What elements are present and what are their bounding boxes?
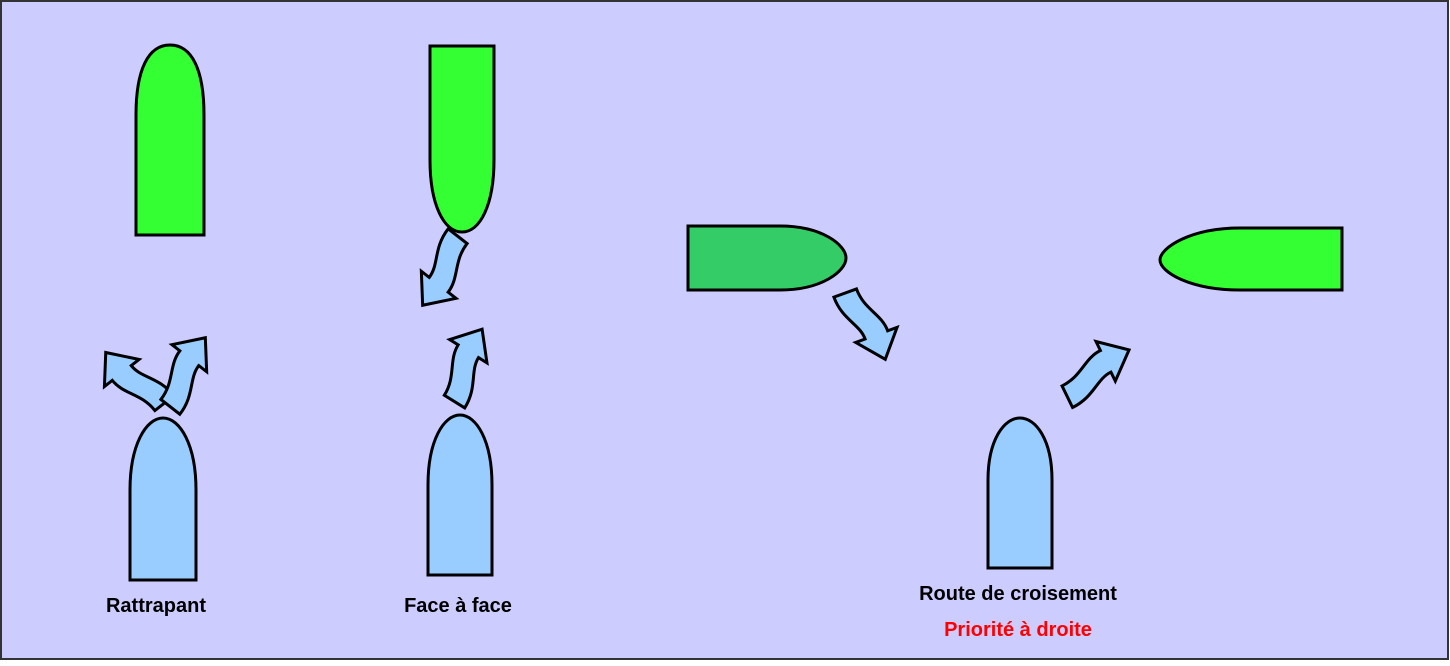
- overtaking-label: Rattrapant: [106, 595, 206, 617]
- overtaking-own-boat: [128, 416, 198, 582]
- crossing-own-boat: [986, 416, 1054, 570]
- crossing-scene-left: [686, 224, 908, 371]
- overtaking-scene: Rattrapant: [86, 43, 229, 617]
- crossing-left-other-boat: [686, 224, 848, 292]
- head-on-label: Face à face: [404, 595, 512, 617]
- crossing-rule-label: Priorité à droite: [944, 619, 1092, 641]
- head-on-scene: Face à face: [399, 44, 512, 617]
- crossing-label: Route de croisement: [919, 583, 1117, 605]
- head-on-own-boat: [426, 413, 494, 577]
- crossing-right-other-boat: [1158, 226, 1344, 292]
- head-on-other-boat: [428, 44, 496, 234]
- overtaking-other-boat: [134, 43, 206, 237]
- crossing-scene-right: [986, 226, 1344, 570]
